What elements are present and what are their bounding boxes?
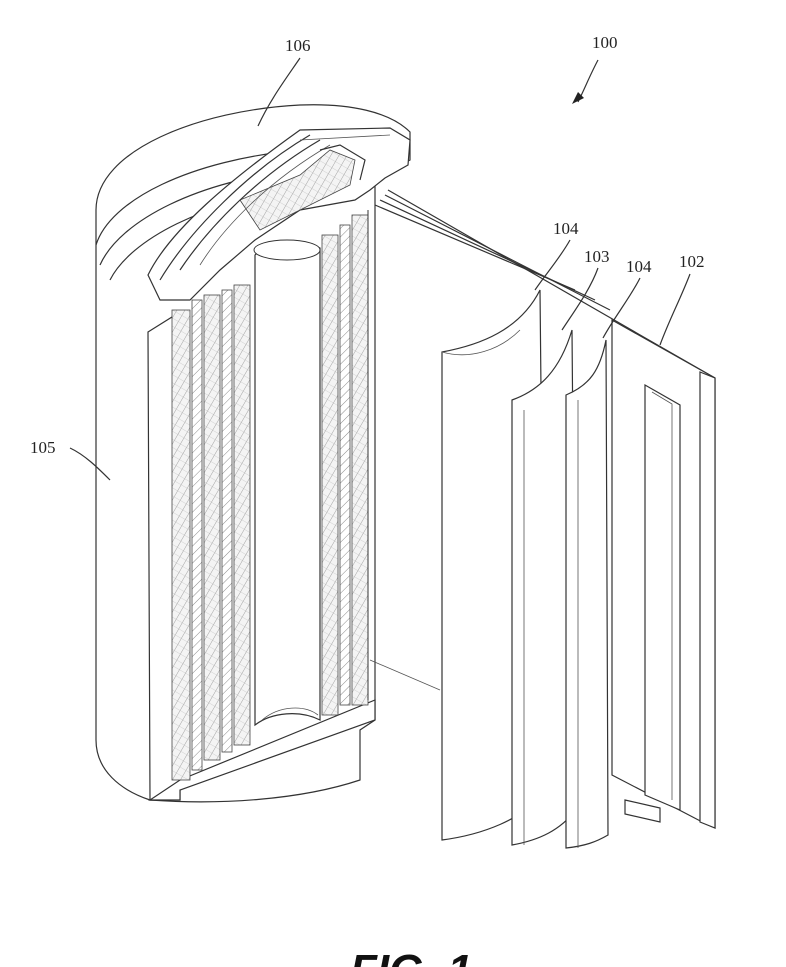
unrolled-sheet-102: [612, 320, 715, 828]
figure-caption: FIG. 1: [350, 946, 472, 967]
leader-102: [660, 274, 690, 345]
label-100: 100: [592, 33, 618, 52]
label-106: 106: [285, 36, 311, 55]
wound-layers-left: [172, 285, 250, 780]
label-104-b: 104: [626, 257, 652, 276]
label-103: 103: [584, 247, 610, 266]
center-core: [254, 240, 320, 725]
unrolled-electrode-104-b: [566, 340, 608, 848]
leader-104-a: [535, 240, 570, 290]
label-104-a: 104: [553, 219, 579, 238]
label-105: 105: [30, 438, 56, 457]
wound-layers-right: [322, 210, 368, 715]
label-102: 102: [679, 252, 705, 271]
